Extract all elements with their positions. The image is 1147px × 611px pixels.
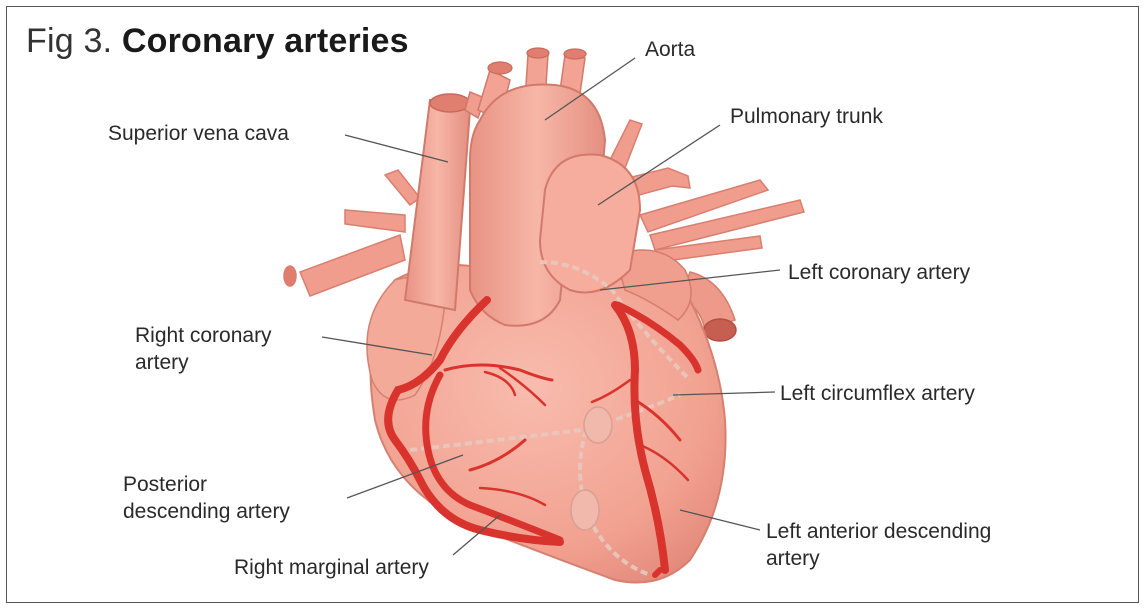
label-left-circumflex-artery: Left circumflex artery [780,380,975,407]
label-lad-line1: Left anterior descending [766,518,991,545]
label-left-coronary-artery: Left coronary artery [788,259,970,286]
label-lad-line2: artery [766,545,991,572]
label-right-coronary-artery-line2: artery [135,349,272,376]
label-posterior-descending-line1: Posterior [123,471,290,498]
label-posterior-descending-artery: Posterior descending artery [123,471,290,525]
label-superior-vena-cava: Superior vena cava [108,120,289,147]
label-right-marginal-artery: Right marginal artery [234,554,429,581]
pulmonary-branches-left [610,120,804,262]
label-pulmonary-trunk: Pulmonary trunk [730,103,883,130]
label-right-coronary-artery: Right coronary artery [135,322,272,376]
label-right-coronary-artery-line1: Right coronary [135,322,272,349]
label-aorta: Aorta [645,36,695,63]
label-left-anterior-descending-artery: Left anterior descending artery [766,518,991,572]
label-posterior-descending-line2: descending artery [123,498,290,525]
pulmonary-trunk [540,154,640,292]
